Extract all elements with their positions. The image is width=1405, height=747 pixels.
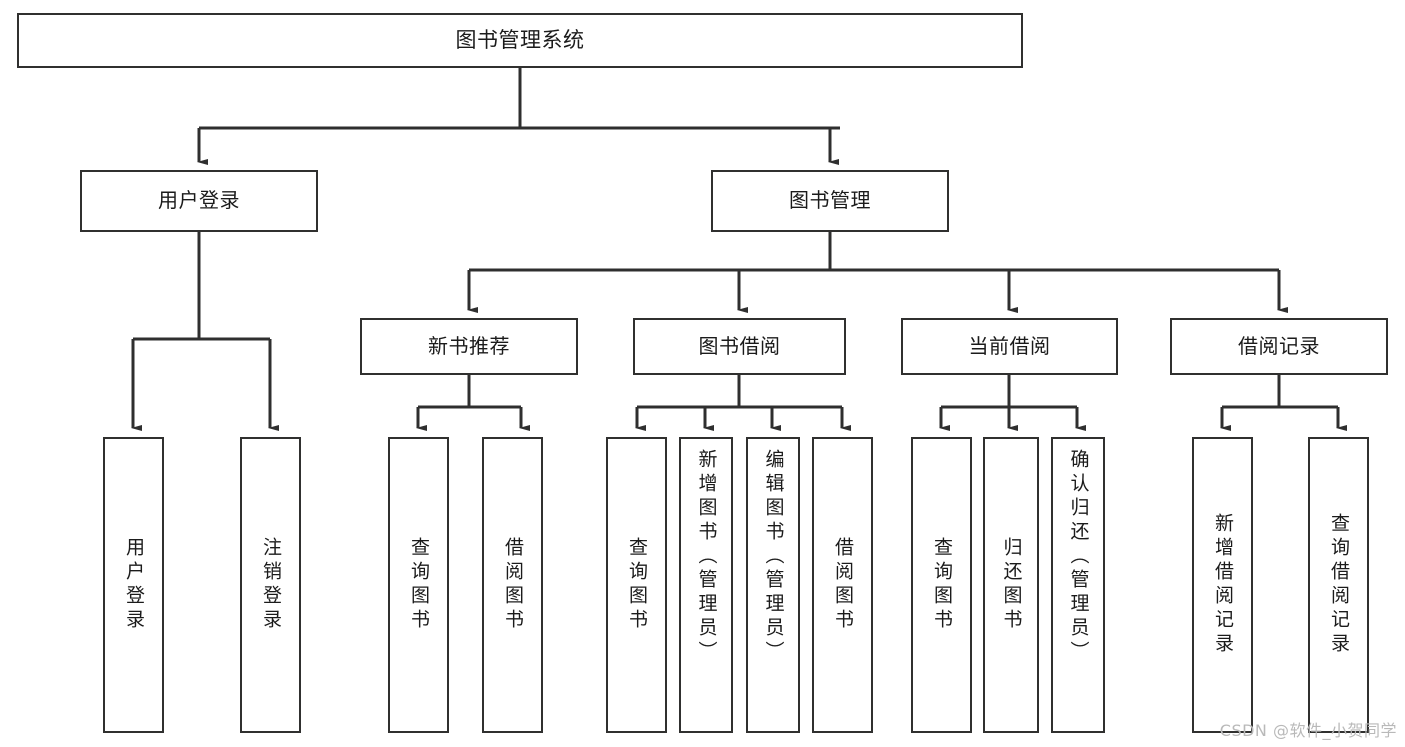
- leaf-user-logout[interactable]: 注销登录: [240, 437, 301, 733]
- node-current-borrow[interactable]: 当前借阅: [901, 318, 1118, 375]
- node-label: 新增图书（管理员）: [695, 449, 718, 665]
- node-label: 编辑图书（管理员）: [762, 449, 785, 665]
- leaf-user-login[interactable]: 用户登录: [103, 437, 164, 733]
- node-label: 图书管理系统: [455, 28, 585, 53]
- node-user-login[interactable]: 用户登录: [80, 170, 318, 232]
- leaf-edit-book-admin[interactable]: 编辑图书（管理员）: [746, 437, 800, 733]
- node-label: 查询图书: [626, 537, 648, 633]
- node-label: 借阅图书: [502, 537, 524, 633]
- leaf-query-book-recommend[interactable]: 查询图书: [388, 437, 449, 733]
- node-label: 用户登录: [123, 537, 145, 633]
- node-label: 确认归还（管理员）: [1067, 449, 1090, 665]
- node-label: 当前借阅: [968, 333, 1051, 358]
- node-label: 借阅记录: [1238, 333, 1320, 358]
- leaf-borrow-book[interactable]: 借阅图书: [812, 437, 873, 733]
- watermark: CSDN @软件_小贺同学: [1219, 721, 1397, 740]
- node-label: 用户登录: [158, 188, 240, 213]
- node-label: 查询图书: [931, 537, 953, 633]
- leaf-query-borrow-record[interactable]: 查询借阅记录: [1308, 437, 1369, 733]
- node-book-borrow[interactable]: 图书借阅: [633, 318, 846, 375]
- node-label: 新增借阅记录: [1212, 513, 1234, 657]
- leaf-return-book[interactable]: 归还图书: [983, 437, 1039, 733]
- node-label: 注销登录: [260, 537, 282, 633]
- node-book-management-system[interactable]: 图书管理系统: [17, 13, 1023, 68]
- leaf-query-book-current[interactable]: 查询图书: [911, 437, 972, 733]
- leaf-query-book-borrow[interactable]: 查询图书: [606, 437, 667, 733]
- leaf-add-borrow-record[interactable]: 新增借阅记录: [1192, 437, 1253, 733]
- node-label: 查询借阅记录: [1328, 513, 1350, 657]
- node-new-book-recommend[interactable]: 新书推荐: [360, 318, 578, 375]
- node-label: 查询图书: [408, 537, 430, 633]
- leaf-borrow-book-recommend[interactable]: 借阅图书: [482, 437, 543, 733]
- node-label: 归还图书: [1000, 537, 1023, 633]
- node-label: 图书借阅: [698, 333, 781, 358]
- node-label: 借阅图书: [832, 537, 854, 633]
- node-label: 图书管理: [789, 188, 871, 213]
- node-book-management[interactable]: 图书管理: [711, 170, 949, 232]
- node-borrow-record[interactable]: 借阅记录: [1170, 318, 1388, 375]
- leaf-confirm-return-admin[interactable]: 确认归还（管理员）: [1051, 437, 1105, 733]
- node-label: 新书推荐: [428, 333, 510, 358]
- leaf-add-book-admin[interactable]: 新增图书（管理员）: [679, 437, 733, 733]
